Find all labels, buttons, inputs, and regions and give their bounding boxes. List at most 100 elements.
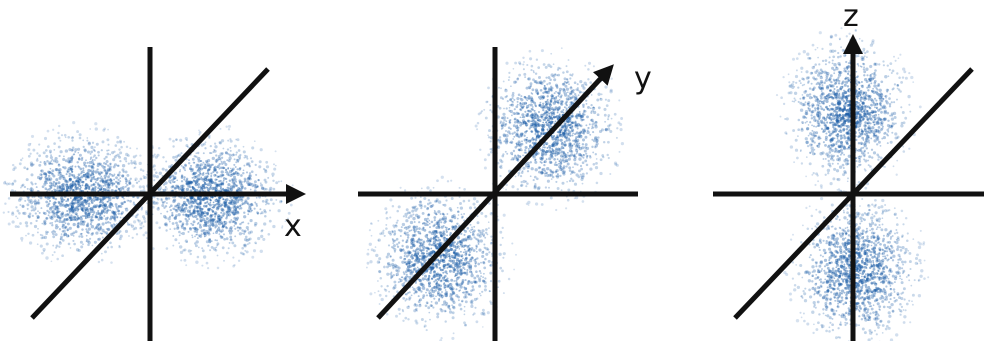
density-point xyxy=(109,162,112,165)
density-point xyxy=(607,127,611,131)
density-point xyxy=(52,235,56,239)
density-point xyxy=(108,184,111,186)
density-point xyxy=(93,206,97,209)
density-point xyxy=(408,225,411,228)
density-point xyxy=(113,217,116,221)
density-point xyxy=(487,136,491,139)
density-point xyxy=(186,199,190,203)
density-point xyxy=(487,221,490,223)
density-point xyxy=(164,216,168,220)
density-point xyxy=(95,178,99,182)
density-point xyxy=(232,220,235,223)
density-point xyxy=(442,203,445,206)
density-point xyxy=(71,180,74,183)
density-point xyxy=(202,185,206,189)
density-point xyxy=(525,96,528,100)
density-point xyxy=(548,157,552,161)
density-point xyxy=(200,160,203,163)
density-point xyxy=(530,107,533,111)
density-point xyxy=(182,166,186,170)
density-point xyxy=(79,203,82,207)
density-point xyxy=(173,180,176,183)
density-point xyxy=(226,159,229,162)
density-point xyxy=(142,215,145,219)
density-point xyxy=(188,205,192,209)
density-point xyxy=(403,189,407,192)
density-point xyxy=(442,236,446,240)
density-point xyxy=(620,117,624,120)
density-point xyxy=(516,159,519,162)
density-point xyxy=(98,223,101,226)
density-point xyxy=(107,220,110,224)
density-point xyxy=(75,188,78,191)
density-point xyxy=(39,233,42,236)
density-point xyxy=(58,241,62,245)
density-point xyxy=(209,249,212,252)
density-point xyxy=(44,149,48,152)
density-point xyxy=(72,153,75,156)
density-point xyxy=(111,215,115,219)
density-point xyxy=(85,173,87,176)
density-point xyxy=(96,198,99,202)
density-point xyxy=(212,205,216,208)
density-point xyxy=(102,166,106,170)
density-point xyxy=(272,224,276,229)
density-point xyxy=(470,273,474,278)
density-point xyxy=(112,223,116,226)
density-point xyxy=(596,98,600,102)
density-point xyxy=(191,187,195,190)
density-point xyxy=(66,212,69,216)
density-point xyxy=(70,136,74,140)
density-point xyxy=(74,212,78,216)
density-point xyxy=(113,216,117,220)
density-point xyxy=(518,144,521,146)
density-point xyxy=(187,216,190,219)
density-point xyxy=(574,138,577,142)
density-point xyxy=(72,235,75,237)
density-point xyxy=(64,159,68,163)
density-point xyxy=(233,175,236,179)
density-point xyxy=(77,208,80,210)
density-point xyxy=(118,188,123,192)
density-point xyxy=(40,236,44,240)
density-point xyxy=(509,103,512,107)
density-point xyxy=(451,228,454,231)
density-point xyxy=(482,250,485,253)
density-point xyxy=(527,147,530,150)
density-point xyxy=(117,174,120,177)
density-point xyxy=(68,161,71,164)
density-point xyxy=(214,145,218,149)
density-point xyxy=(217,217,222,222)
density-point xyxy=(202,165,207,170)
density-point xyxy=(86,224,89,227)
density-point xyxy=(32,163,35,166)
density-point xyxy=(594,144,598,148)
density-point xyxy=(36,217,39,220)
density-point xyxy=(197,164,202,168)
density-point xyxy=(225,226,228,230)
density-point xyxy=(225,151,228,155)
density-point xyxy=(121,211,124,214)
density-point xyxy=(428,311,431,314)
density-point xyxy=(168,215,172,218)
density-point xyxy=(45,177,49,181)
density-point xyxy=(97,205,101,208)
density-point xyxy=(211,163,214,166)
density-point xyxy=(534,158,537,161)
density-point xyxy=(82,167,85,170)
density-point xyxy=(172,185,175,188)
density-point xyxy=(126,173,130,177)
density-point xyxy=(190,204,193,207)
density-point xyxy=(247,209,250,212)
density-point xyxy=(602,155,605,159)
density-point xyxy=(97,190,100,192)
density-point xyxy=(517,93,521,97)
density-point xyxy=(206,212,209,215)
density-point xyxy=(44,177,48,181)
density-point xyxy=(236,189,239,192)
density-point xyxy=(78,235,81,238)
density-point xyxy=(86,239,90,243)
density-point xyxy=(214,159,218,163)
density-point xyxy=(92,156,95,158)
density-point xyxy=(581,138,586,142)
